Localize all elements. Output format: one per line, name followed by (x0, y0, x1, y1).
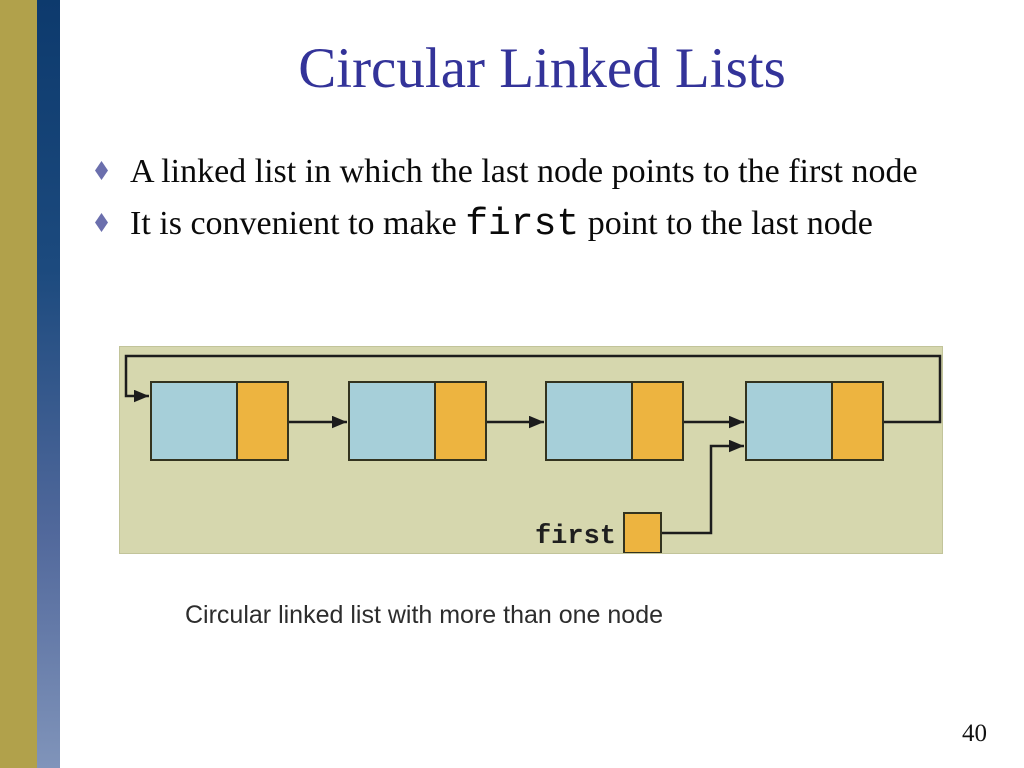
node (745, 381, 884, 461)
node-link-box (631, 381, 684, 461)
node-data-box (745, 381, 833, 461)
diamond-bullet-icon (95, 213, 108, 232)
bullet-text: It is convenient to make first point to … (130, 198, 978, 251)
first-pointer-box (623, 512, 662, 553)
diamond-bullet-icon (95, 161, 108, 180)
node (150, 381, 289, 461)
sidebar-gold-bar (0, 0, 37, 768)
sidebar-blue-gradient-bar (37, 0, 60, 768)
linked-list-diagram: first (119, 346, 943, 554)
node (545, 381, 684, 461)
page-number: 40 (962, 720, 987, 747)
node-data-box (348, 381, 436, 461)
node-data-box (545, 381, 633, 461)
first-pointer-arrow (642, 439, 744, 535)
page-title: Circular Linked Lists (298, 37, 786, 100)
first-pointer-label: first (535, 522, 616, 552)
wrap-around-arrow (124, 354, 942, 424)
inline-code-first: first (465, 203, 580, 246)
bullet-text-suffix: point to the last node (579, 205, 873, 242)
node-link-box (434, 381, 487, 461)
bullet-text: A linked list in which the last node poi… (130, 153, 918, 190)
bullet-text-prefix: It is convenient to make (130, 205, 466, 242)
bullet-item-2: It is convenient to make first point to … (95, 198, 995, 251)
node-link-box (236, 381, 289, 461)
figure-caption: Circular linked list with more than one … (185, 601, 664, 629)
node (348, 381, 487, 461)
diagram-svg: first (124, 354, 942, 553)
bullet-list: A linked list in which the last node poi… (95, 146, 995, 251)
node-link-box (831, 381, 884, 461)
bullet-item-1: A linked list in which the last node poi… (95, 146, 995, 198)
node-data-box (150, 381, 238, 461)
